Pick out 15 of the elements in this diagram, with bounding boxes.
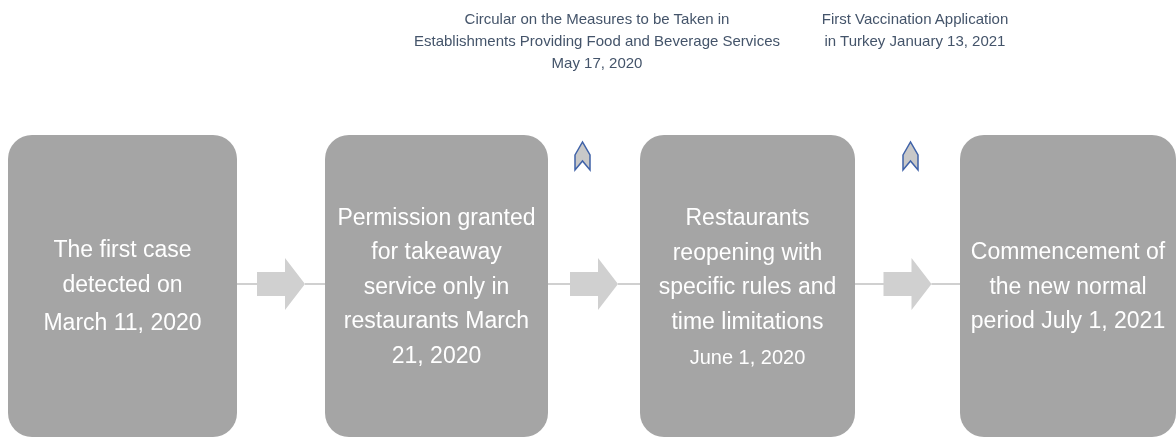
timeline-step-box	[8, 135, 237, 437]
milestone-note: Circular on the Measures to be Taken in Establishments Providing Food and Beverage Services May 17, 2020	[413, 9, 781, 73]
step-text: The first case detected on	[52, 235, 193, 299]
milestone-note: First Vaccination Application in Turkey January 13, 2021	[820, 9, 1010, 51]
date-text: June 1, 2020	[689, 345, 806, 370]
step-text: Permission granted for takeaway service only in restaurants March 21, 2020	[336, 202, 537, 370]
block-arrow	[855, 258, 960, 310]
step-text: Commencement of the new normal period July 1, 2021	[969, 237, 1167, 336]
block-arrow	[237, 258, 325, 310]
step-text: Restaurants reopening with specific rules and time limitations	[657, 203, 838, 336]
date-text: March 11, 2020	[43, 308, 202, 338]
timeline-step-box	[960, 135, 1176, 437]
block-arrow	[548, 258, 640, 310]
timeline-step-box	[325, 135, 548, 437]
timeline-step-box	[640, 135, 855, 437]
